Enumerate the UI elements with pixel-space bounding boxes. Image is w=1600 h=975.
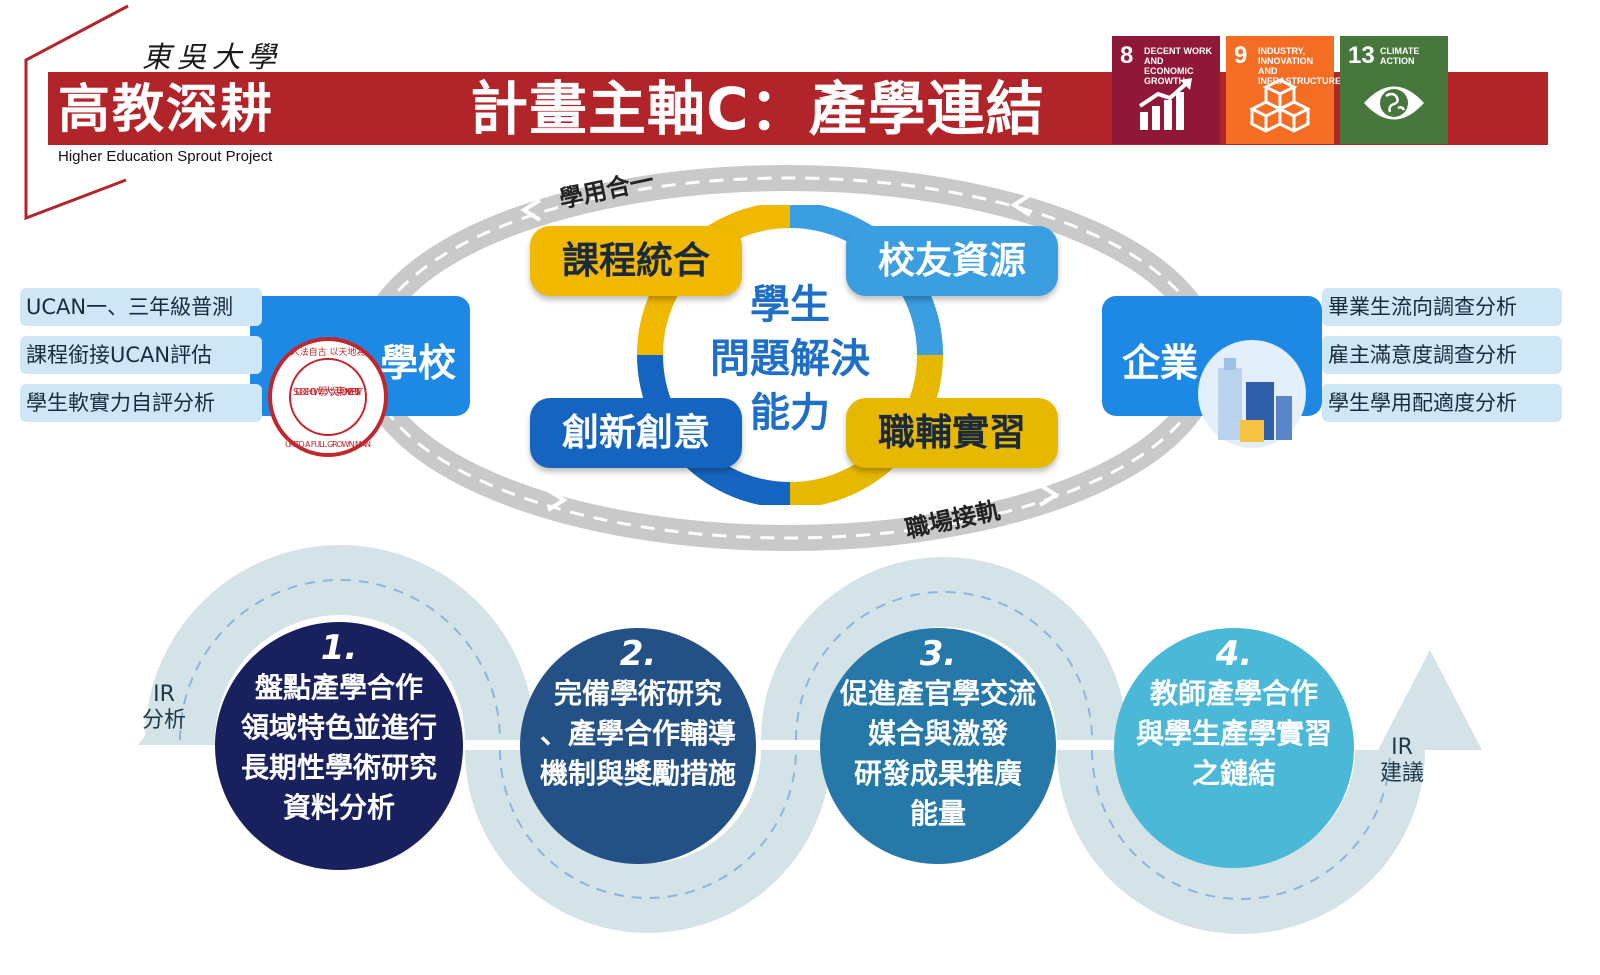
- seal-top-text: 人法自古 以天地為: [291, 346, 366, 358]
- enterprise-label: 企業: [1122, 341, 1199, 385]
- page-title: 計畫主軸C：產學連結: [470, 75, 1045, 143]
- enterprise-item: 畢業生流向調查分析: [1322, 288, 1562, 326]
- university-name: 東吳大學: [142, 40, 283, 74]
- step-number: 1.: [320, 628, 358, 668]
- step-line: 領域特色並進行: [240, 711, 437, 744]
- sdg-number: 9: [1234, 42, 1248, 69]
- sdg-label: CLIMATE: [1380, 46, 1420, 56]
- step-line: 教師產學合作: [1149, 677, 1318, 710]
- ir-label-line: 分析: [142, 708, 187, 733]
- process-wave: [138, 545, 1482, 934]
- step-line: 研發成果推廣: [853, 757, 1022, 790]
- step-number: 3.: [919, 634, 957, 674]
- step-line: 媒合與激發: [867, 717, 1008, 750]
- ir-label-line: IR: [1391, 735, 1413, 760]
- school-item: 學生軟實力自評分析: [20, 384, 262, 422]
- step-line: 、產學合作輔導: [539, 717, 736, 750]
- step-line: 盤點產學合作: [254, 671, 423, 704]
- growth-chart-icon: [1138, 78, 1192, 130]
- center-core-text: 學生 問題解決 能力: [690, 278, 890, 440]
- step-line: 促進產官學交流: [839, 677, 1036, 710]
- step-line: 機制與獎勵措施: [539, 757, 736, 790]
- city-buildings-icon: [1198, 340, 1306, 448]
- university-seal: 人法自古 以天地為 SOOCHOW 學大吳東 UNIVERSITY UNTO A…: [268, 337, 388, 457]
- cubes-icon: [1250, 78, 1310, 133]
- sdg-label: DECENT WORK AND: [1144, 46, 1212, 66]
- seal-bottom-text: UNTO A FULL GROWN MAN: [285, 440, 371, 449]
- ir-label-line: IR: [153, 682, 175, 707]
- step-4-circle: 4. 教師產學合作 與學生產學實習 之鏈結: [1114, 628, 1354, 868]
- sdg-label: AND INFRASTRUCTURE: [1258, 66, 1341, 86]
- sdg-number: 8: [1120, 42, 1134, 69]
- quadrant-internship: 職輔實習: [846, 398, 1058, 468]
- school-item: UCAN一、三年級普測: [20, 288, 262, 326]
- school-item: 課程銜接UCAN評估: [20, 336, 262, 374]
- sdg-number: 13: [1348, 42, 1375, 69]
- eye-globe-icon: [1364, 86, 1424, 120]
- center-line: 問題解決: [710, 336, 870, 382]
- brand-title: 高教深耕: [58, 80, 275, 140]
- ir-label-line: 建議: [1380, 761, 1425, 786]
- ir-suggestion-label: IR 建議: [1380, 735, 1424, 787]
- bracket-logo-outline: [24, 4, 129, 220]
- quadrant-alumni: 校友資源: [846, 226, 1058, 296]
- step-3-circle: 3. 促進產官學交流 媒合與激發 研發成果推廣 能量: [820, 628, 1056, 864]
- step-line: 與學生產學實習: [1135, 717, 1332, 750]
- enterprise-item: 雇主滿意度調查分析: [1322, 336, 1562, 374]
- step-1-circle: 1. 盤點產學合作 領域特色並進行 長期性學術研究 資料分析: [215, 622, 463, 870]
- center-line: 學生: [750, 282, 830, 328]
- step-number: 2.: [619, 634, 657, 674]
- step-line: 之鏈結: [1191, 757, 1276, 790]
- step-line: 長期性學術研究: [240, 751, 437, 784]
- step-line: 完備學術研究: [553, 677, 722, 710]
- ir-analysis-label: IR 分析: [142, 682, 186, 734]
- step-number: 4.: [1215, 634, 1253, 674]
- step-line: 能量: [909, 797, 966, 830]
- school-label: 學校: [380, 341, 457, 385]
- sdg-label: ACTION: [1380, 56, 1415, 66]
- step-2-circle: 2. 完備學術研究 、產學合作輔導 機制與獎勵措施: [520, 628, 756, 864]
- quadrant-innovation: 創新創意: [530, 398, 742, 468]
- center-line: 能力: [750, 390, 830, 436]
- enterprise-item: 學生學用配適度分析: [1322, 384, 1562, 422]
- step-line: 資料分析: [282, 791, 395, 824]
- seal-middle-text: SOOCHOW 學大吳東 UNIVERSITY: [293, 385, 364, 398]
- quadrant-curriculum: 課程統合: [530, 226, 742, 296]
- sdg-label: ECONOMIC GROWTH: [1144, 66, 1194, 86]
- sdg-label: INDUSTRY, INNOVATION: [1258, 46, 1314, 66]
- brand-subtitle: Higher Education Sprout Project: [58, 148, 273, 165]
